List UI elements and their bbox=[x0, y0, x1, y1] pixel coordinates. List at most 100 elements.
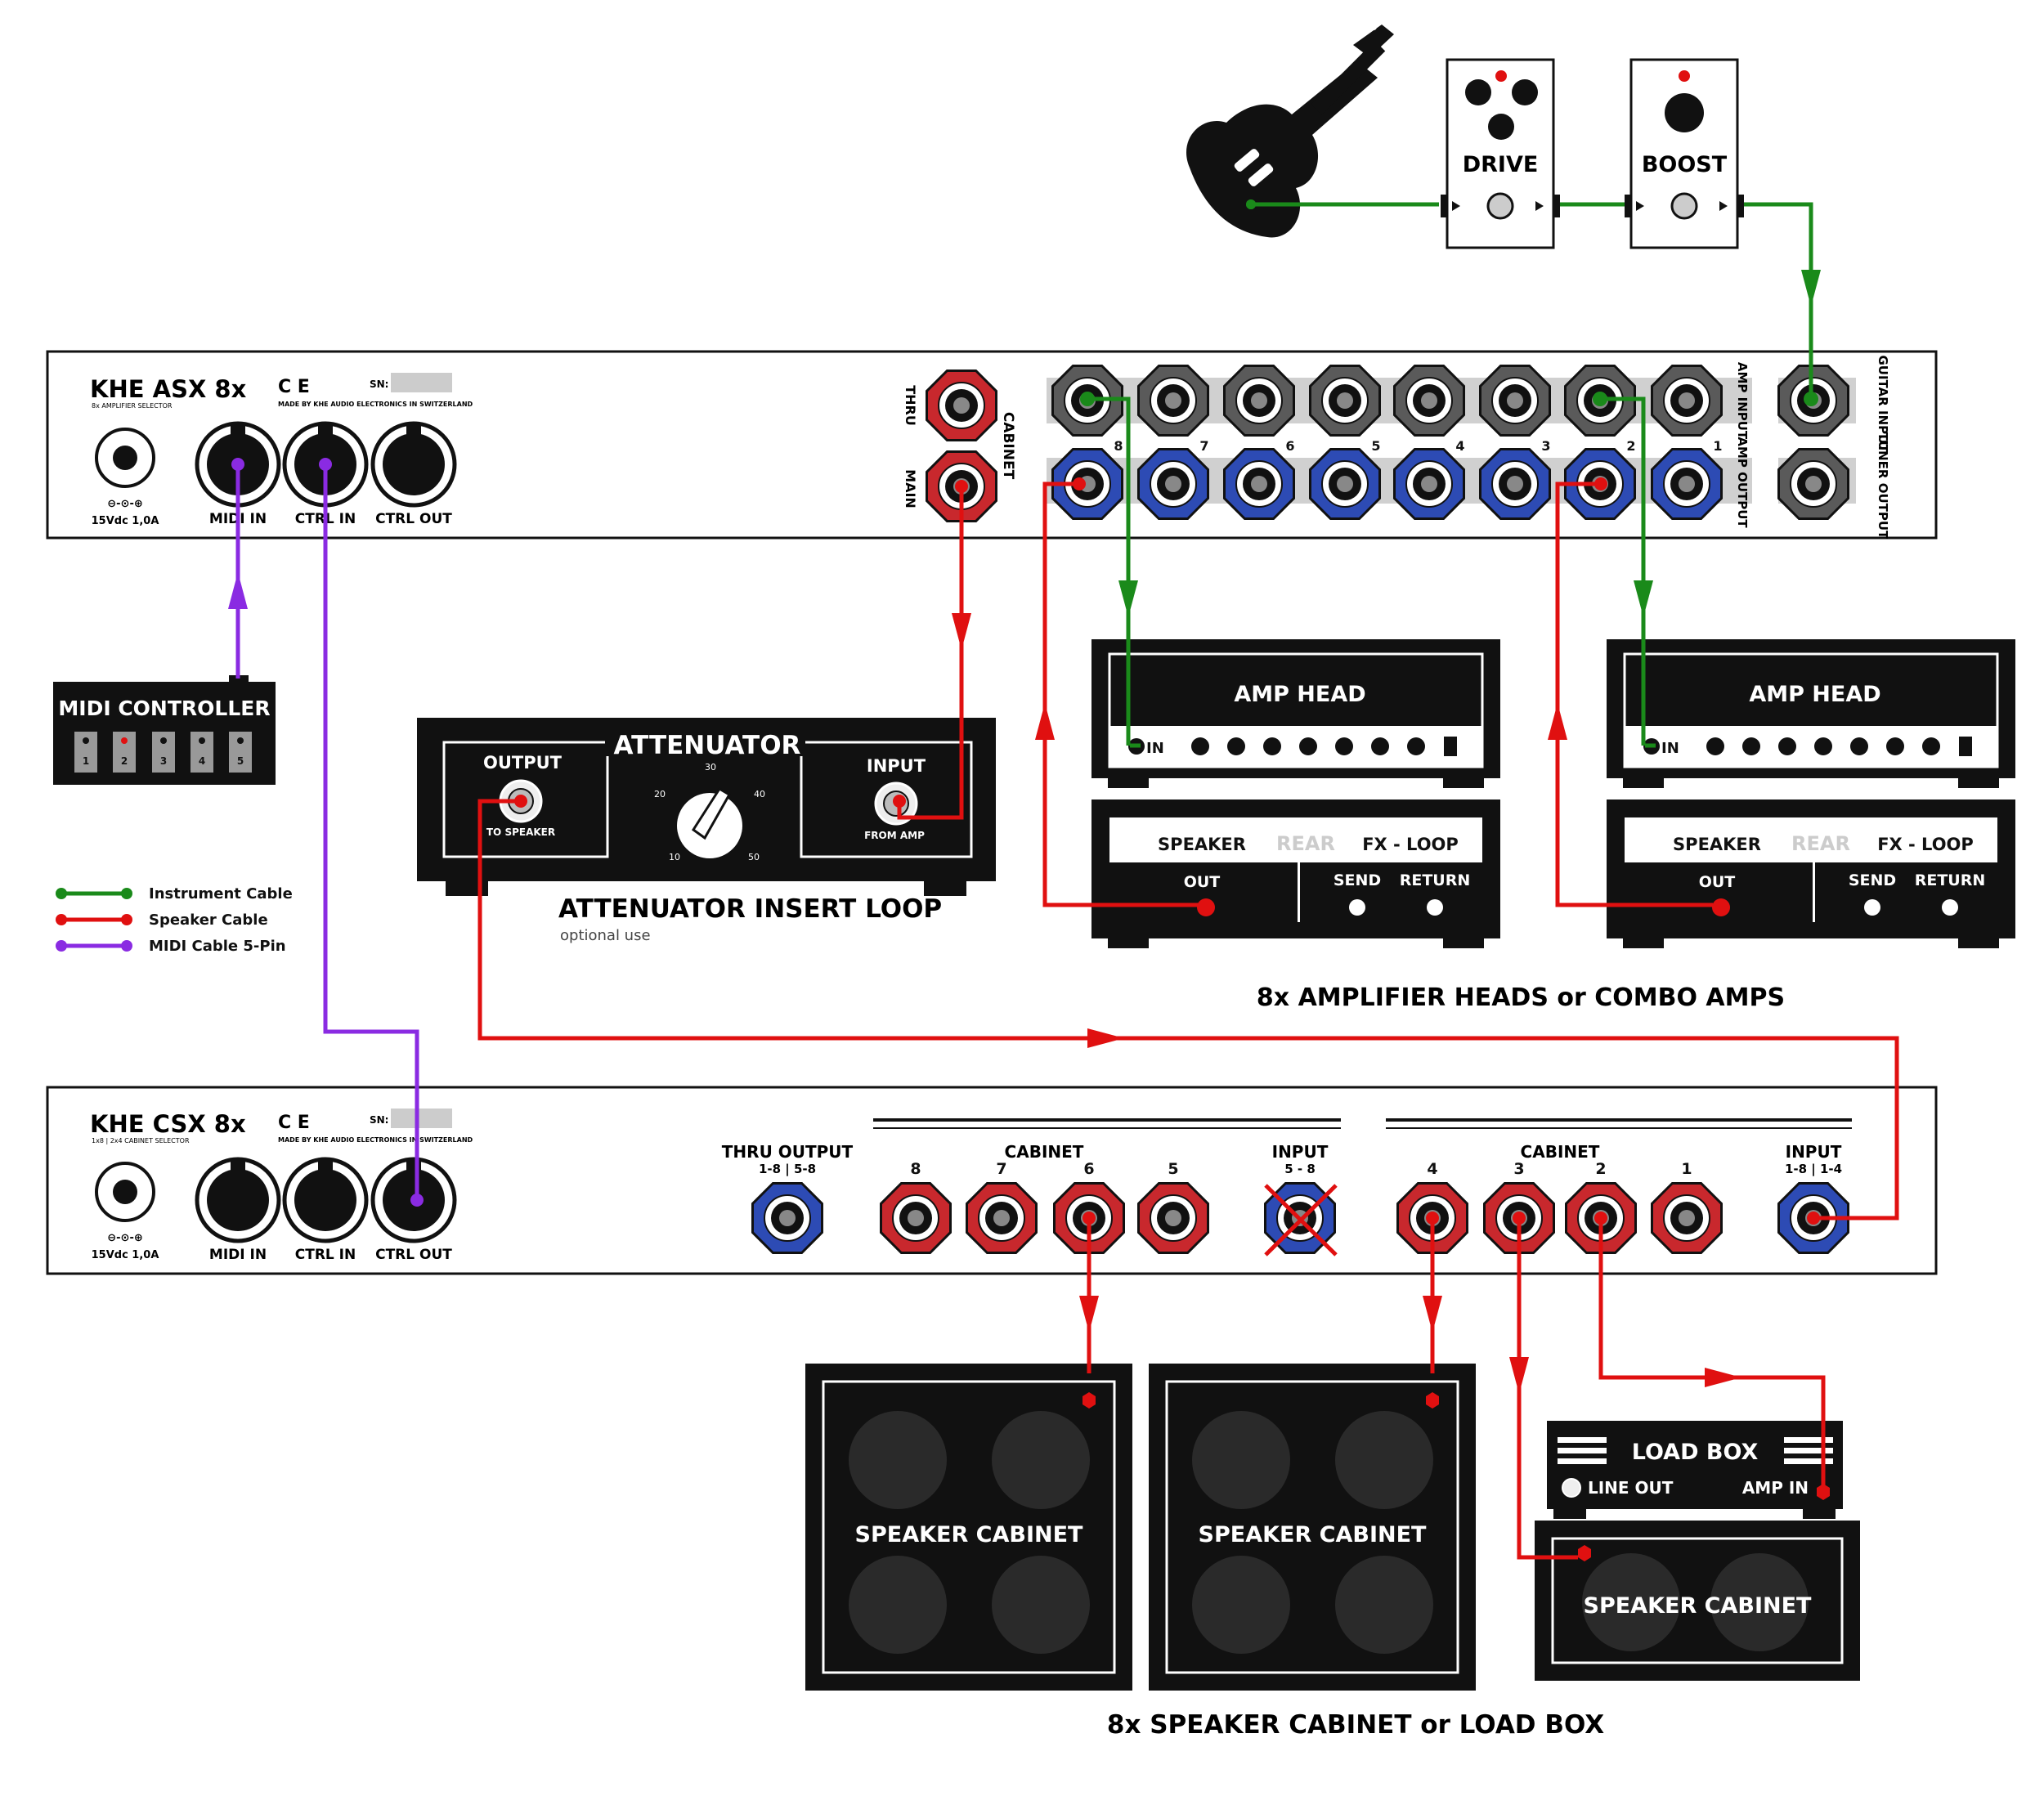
knob-icon bbox=[1742, 737, 1760, 755]
amp-rear-label: REAR bbox=[1791, 832, 1850, 855]
return-jack bbox=[1942, 899, 1958, 916]
attenuator-to-speaker-label: TO SPEAKER bbox=[486, 826, 555, 838]
asx-main-label: MAIN bbox=[903, 469, 918, 508]
speaker-cone-icon bbox=[1710, 1553, 1809, 1651]
load-box-line-out: LINE OUT bbox=[1588, 1478, 1674, 1498]
cabinet-number: 1 bbox=[1681, 1160, 1692, 1178]
csx-input-58-sub: 5 - 8 bbox=[1284, 1162, 1316, 1176]
csx-input-main-label: INPUT bbox=[1786, 1142, 1842, 1162]
amp-output-jack-1 bbox=[1651, 448, 1723, 520]
speaker-cabinet: SPEAKER CABINET bbox=[1149, 1364, 1476, 1691]
speaker-cone-icon bbox=[849, 1411, 947, 1509]
csx-rack-unit: KHE CSX 8x 1x8 | 2x4 CABINET SELECTOR C … bbox=[46, 1086, 1938, 1275]
line-out-jack bbox=[1562, 1478, 1581, 1498]
amp-out-label: OUT bbox=[1184, 873, 1221, 891]
midi-button-label: 5 bbox=[237, 755, 244, 767]
cabinet-jack-5 bbox=[1137, 1182, 1209, 1254]
amp-fx-loop-label: FX - LOOP bbox=[1362, 835, 1459, 854]
speaker-cone-icon bbox=[1335, 1411, 1433, 1509]
knob-icon bbox=[1407, 737, 1425, 755]
load-box-amp-in: AMP IN bbox=[1742, 1478, 1809, 1498]
footswitch-icon bbox=[1670, 192, 1698, 220]
attenuator-input-label: INPUT bbox=[867, 756, 926, 776]
amp-send-label: SEND bbox=[1334, 871, 1381, 889]
polarity-icon: ⊖-⊙-⊕ bbox=[107, 498, 142, 510]
channel-number: 6 bbox=[1285, 438, 1294, 454]
amp-send-label: SEND bbox=[1849, 871, 1896, 889]
channel-number: 8 bbox=[1114, 438, 1123, 454]
speaker-cabinet-label: SPEAKER CABINET bbox=[1199, 1522, 1428, 1547]
amp-input-jack-7 bbox=[1137, 365, 1209, 437]
asx-guitar-input-label: GUITAR INPUT bbox=[1876, 355, 1890, 453]
knob-icon bbox=[1778, 737, 1796, 755]
asx-power-label: 15Vdc 1,0A bbox=[92, 515, 159, 527]
cabinet-jack-1 bbox=[1651, 1182, 1723, 1254]
cable-endpoints bbox=[514, 199, 1830, 1561]
cabinet-jack-8 bbox=[880, 1182, 952, 1254]
led-icon bbox=[199, 737, 205, 744]
amp-fx-loop-label: FX - LOOP bbox=[1877, 835, 1974, 854]
channel-number: 5 bbox=[1371, 438, 1380, 454]
asx-jack-panel bbox=[926, 365, 1849, 522]
power-switch-icon bbox=[1959, 737, 1972, 756]
attenuator-optional: optional use bbox=[560, 927, 651, 944]
return-jack bbox=[1427, 899, 1443, 916]
midi-in-port bbox=[195, 1157, 281, 1243]
channel-number: 1 bbox=[1713, 438, 1722, 454]
csx-made-by: MADE BY KHE AUDIO ELECTRONICS IN SWITZER… bbox=[278, 1136, 473, 1144]
amp-output-jack-8 bbox=[1051, 448, 1123, 520]
asx-subtitle: 8x AMPLIFIER SELECTOR bbox=[92, 402, 173, 410]
asx-ctrl-out-label: CTRL OUT bbox=[375, 511, 452, 527]
midi-button-label: 4 bbox=[199, 755, 205, 767]
instrument-arrows bbox=[1118, 270, 1821, 617]
cabinet-thru-jack bbox=[926, 370, 997, 441]
knob-icon bbox=[1850, 737, 1868, 755]
legend-label: Speaker Cable bbox=[149, 911, 268, 929]
send-jack bbox=[1864, 899, 1880, 916]
scale-30: 30 bbox=[705, 762, 716, 773]
cabinet-jack-7 bbox=[966, 1182, 1038, 1254]
boost-pedal: BOOST bbox=[1625, 58, 1744, 249]
asx-tuner-output-label: TUNER OUTPUT bbox=[1876, 432, 1890, 540]
cabinet-number: 2 bbox=[1595, 1160, 1606, 1178]
attenuator-output-label: OUTPUT bbox=[483, 753, 563, 773]
speaker-cone-icon bbox=[992, 1411, 1090, 1509]
amp-in-label: IN bbox=[1146, 740, 1164, 757]
led-icon bbox=[83, 737, 89, 744]
scale-50: 50 bbox=[748, 852, 760, 862]
amp-head-title: AMP HEAD bbox=[1749, 682, 1880, 707]
speaker-cabinet: SPEAKER CABINET bbox=[1535, 1521, 1860, 1681]
csx-thru-output-label: THRU OUTPUT bbox=[722, 1142, 854, 1162]
ctrl-in-port bbox=[282, 1157, 369, 1243]
speaker-arrows bbox=[952, 613, 1741, 1394]
scale-20: 20 bbox=[654, 789, 666, 800]
channel-number: 3 bbox=[1541, 438, 1550, 454]
speaker-cone-icon bbox=[849, 1556, 947, 1654]
knob-icon bbox=[1706, 737, 1724, 755]
channel-number: 7 bbox=[1199, 438, 1208, 454]
asx-rack-unit: KHE ASX 8x 8x AMPLIFIER SELECTOR C E MAD… bbox=[46, 350, 1938, 540]
channel-number: 4 bbox=[1455, 438, 1464, 454]
led-icon bbox=[237, 737, 244, 744]
cabinet-number: 7 bbox=[996, 1160, 1006, 1178]
amp-input-jack-3 bbox=[1479, 365, 1551, 437]
csx-thru-sub-label: 1-8 | 5-8 bbox=[759, 1162, 816, 1177]
attenuator: ATTENUATOR OUTPUT TO SPEAKER INPUT FROM … bbox=[417, 718, 996, 944]
knob-icon bbox=[1814, 737, 1832, 755]
amp-speaker-label: SPEAKER bbox=[1673, 835, 1761, 854]
instrument-cables bbox=[1087, 202, 1813, 748]
asx-amp-input-label: AMP INPUT bbox=[1735, 362, 1750, 440]
asx-made-by: MADE BY KHE AUDIO ELECTRONICS IN SWITZER… bbox=[278, 401, 473, 408]
midi-button-label: 3 bbox=[160, 755, 167, 767]
amp-output-jack-6 bbox=[1223, 448, 1295, 520]
power-switch-icon bbox=[1444, 737, 1457, 756]
asx-sn-label: SN: bbox=[370, 378, 388, 390]
knob-icon bbox=[1263, 737, 1281, 755]
asx-title: KHE ASX 8x bbox=[90, 375, 247, 403]
knob-icon bbox=[1191, 737, 1209, 755]
